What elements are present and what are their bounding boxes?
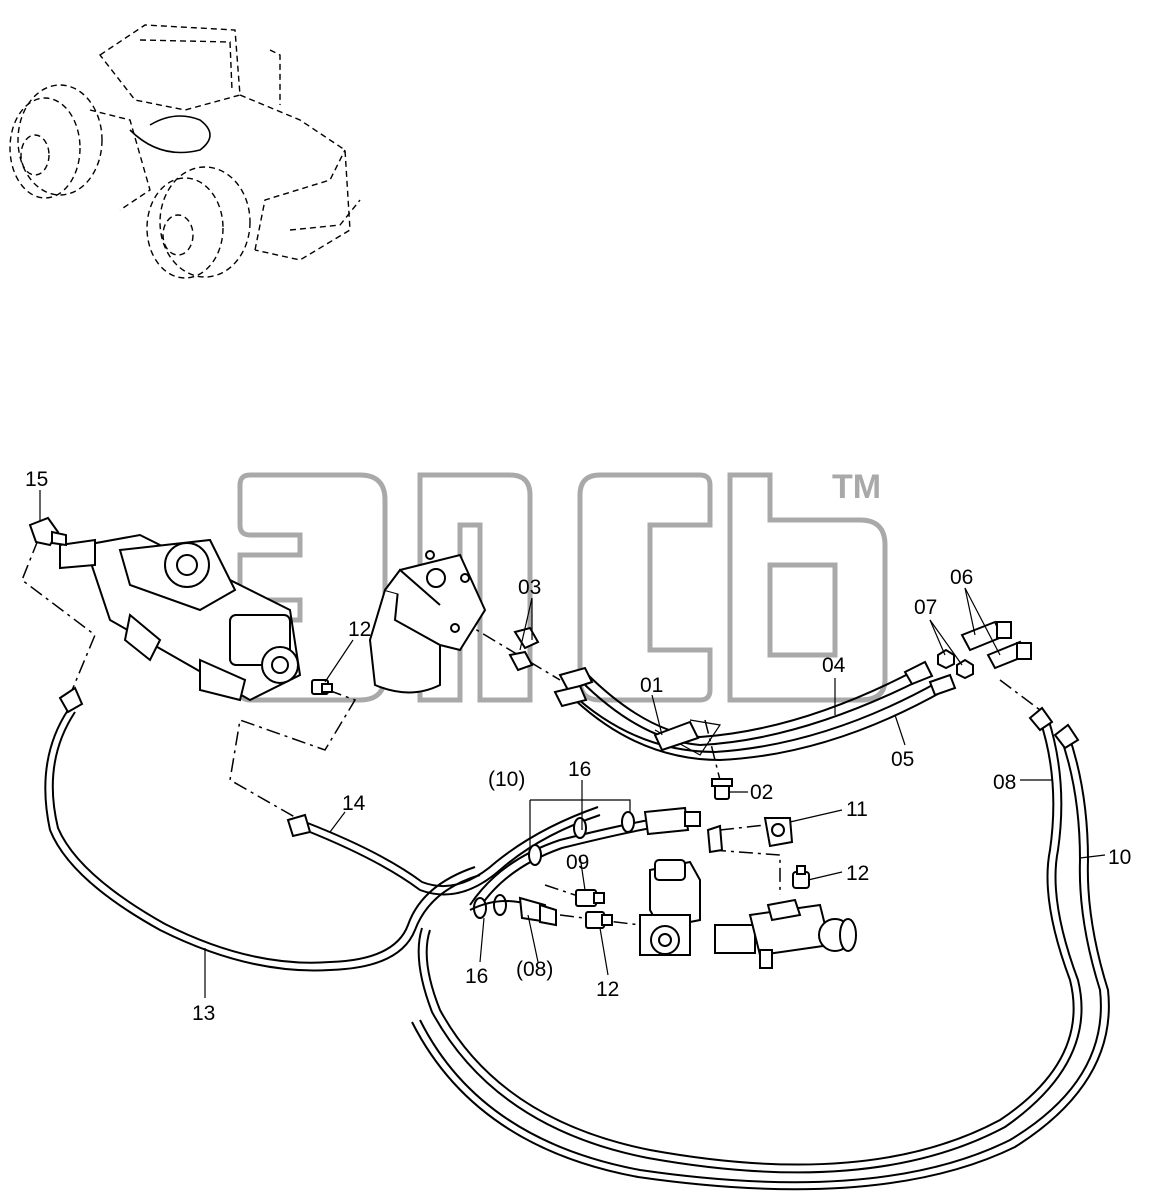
callout-11: 11 — [846, 798, 868, 821]
hoses-08-10 — [411, 706, 1110, 1191]
clamps-16 — [473, 811, 635, 919]
callout-labels: 15 12 03 01 04 05 07 06 02 08 10 11 12 (… — [25, 468, 1131, 1025]
callout-04: 04 — [822, 654, 846, 677]
callout-08: 08 — [993, 771, 1016, 794]
callout-02: 02 — [750, 781, 773, 804]
control-valve-icon — [59, 533, 302, 702]
callout-09: 09 — [566, 851, 589, 874]
hose-14 — [286, 806, 601, 896]
fittings-06 — [960, 620, 1032, 670]
callout-06: 06 — [950, 566, 973, 589]
leader-lines — [39, 490, 1106, 998]
callout-07: 07 — [914, 596, 937, 619]
filter-icon — [368, 550, 487, 694]
tractor-locator-icon — [9, 24, 361, 279]
callout-10-paren: (10) — [488, 768, 525, 791]
solenoid-valve-icon — [639, 859, 701, 956]
callout-16-top: 16 — [568, 758, 591, 781]
fittings-09-12 — [575, 889, 613, 929]
nut-icon — [937, 648, 974, 680]
bolt-02 — [711, 778, 733, 800]
callout-12-valve: 12 — [348, 618, 371, 641]
hose-08-fittings — [469, 896, 557, 927]
callout-05: 05 — [891, 748, 914, 771]
callout-14: 14 — [342, 792, 366, 815]
hoses-04-05 — [553, 660, 957, 762]
fitting-11 — [706, 817, 794, 854]
callout-16-bottom: 16 — [465, 965, 488, 988]
fitting-12-right — [792, 865, 810, 889]
callout-10: 10 — [1108, 846, 1131, 869]
elbow-fitting-15 — [28, 516, 67, 547]
callout-13: 13 — [192, 1002, 215, 1025]
callout-15: 15 — [25, 468, 48, 491]
callout-12-right: 12 — [846, 862, 869, 885]
solenoid-valve-right — [714, 898, 857, 969]
hose-13 — [44, 686, 481, 972]
callout-08-paren: (08) — [516, 958, 553, 981]
callout-01: 01 — [640, 674, 663, 697]
callout-03: 03 — [518, 576, 541, 599]
watermark-tm: TM — [832, 468, 881, 506]
watermark-logo — [237, 472, 888, 703]
fitting-12-valve — [311, 679, 333, 695]
callout-12-bottom: 12 — [596, 978, 619, 1001]
